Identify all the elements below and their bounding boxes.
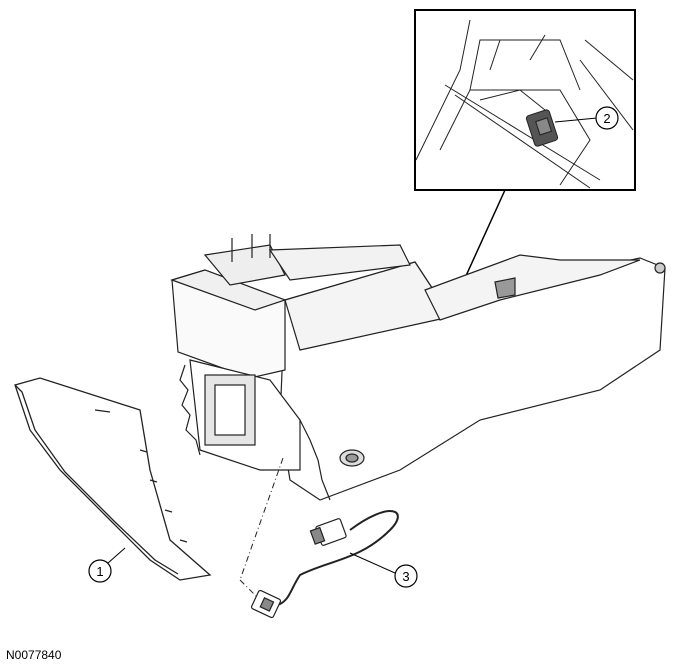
figure-code: N0077840 [6, 648, 62, 662]
callout-3: 3 [349, 552, 418, 588]
callout-3-label: 3 [402, 569, 409, 584]
inset-detail-view [414, 9, 636, 191]
callout-1-label: 1 [96, 564, 103, 579]
floor-console [170, 234, 666, 501]
callout-2-label: 2 [603, 111, 610, 126]
callout-1: 1 [88, 547, 126, 583]
callout-2: 2 [595, 106, 619, 130]
wiring-harness [250, 510, 399, 619]
alignment-lines [239, 457, 284, 599]
console-trim-panel [14, 377, 212, 581]
